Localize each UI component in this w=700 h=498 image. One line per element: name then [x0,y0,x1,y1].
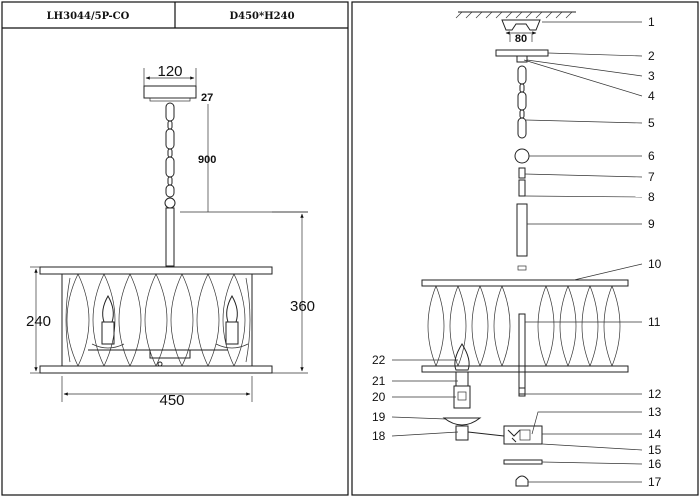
lamp-shade [39,266,273,374]
chain [164,102,176,209]
callout-2: 2 [648,49,655,63]
callout-19: 19 [372,410,386,424]
callout-20: 20 [372,390,386,404]
canopy-height-label: 27 [201,92,213,104]
shade-diameter-label: 450 [159,392,184,409]
drop-height-label: 360 [290,298,315,315]
model-number: LH3044/5P-CO [47,11,130,22]
callout-7: 7 [648,170,655,184]
candle-bulb-right [215,294,249,349]
chain-length-label: 900 [198,154,216,166]
callout-6: 6 [648,149,655,163]
callout-8: 8 [648,190,655,204]
callout-3: 3 [648,69,655,83]
callout-leaders [391,21,643,483]
callout-15: 15 [648,443,662,457]
canopy [143,85,197,102]
canopy-width-label: 120 [157,63,182,80]
callout-17: 17 [648,475,662,489]
product-size: D450*H240 [229,11,294,22]
callout-12: 12 [648,387,662,401]
callout-9: 9 [648,217,655,231]
candle-bulb-left [91,294,125,349]
callout-18: 18 [372,429,386,443]
callout-16: 16 [648,457,662,471]
callout-5: 5 [648,116,655,130]
callout-11: 11 [648,315,661,329]
assembled-view: 120 27 900 [26,63,315,409]
shade-height-label: 240 [26,313,51,330]
callout-21: 21 [372,374,386,388]
callout-22: 22 [372,353,386,367]
callout-13: 13 [648,405,662,419]
callout-4: 4 [648,89,655,103]
exploded-view: 80 [372,11,662,489]
callout-10: 10 [648,257,662,271]
callout-14: 14 [648,427,662,441]
callout-1: 1 [648,15,655,29]
hole-spacing-label: 80 [515,33,527,45]
